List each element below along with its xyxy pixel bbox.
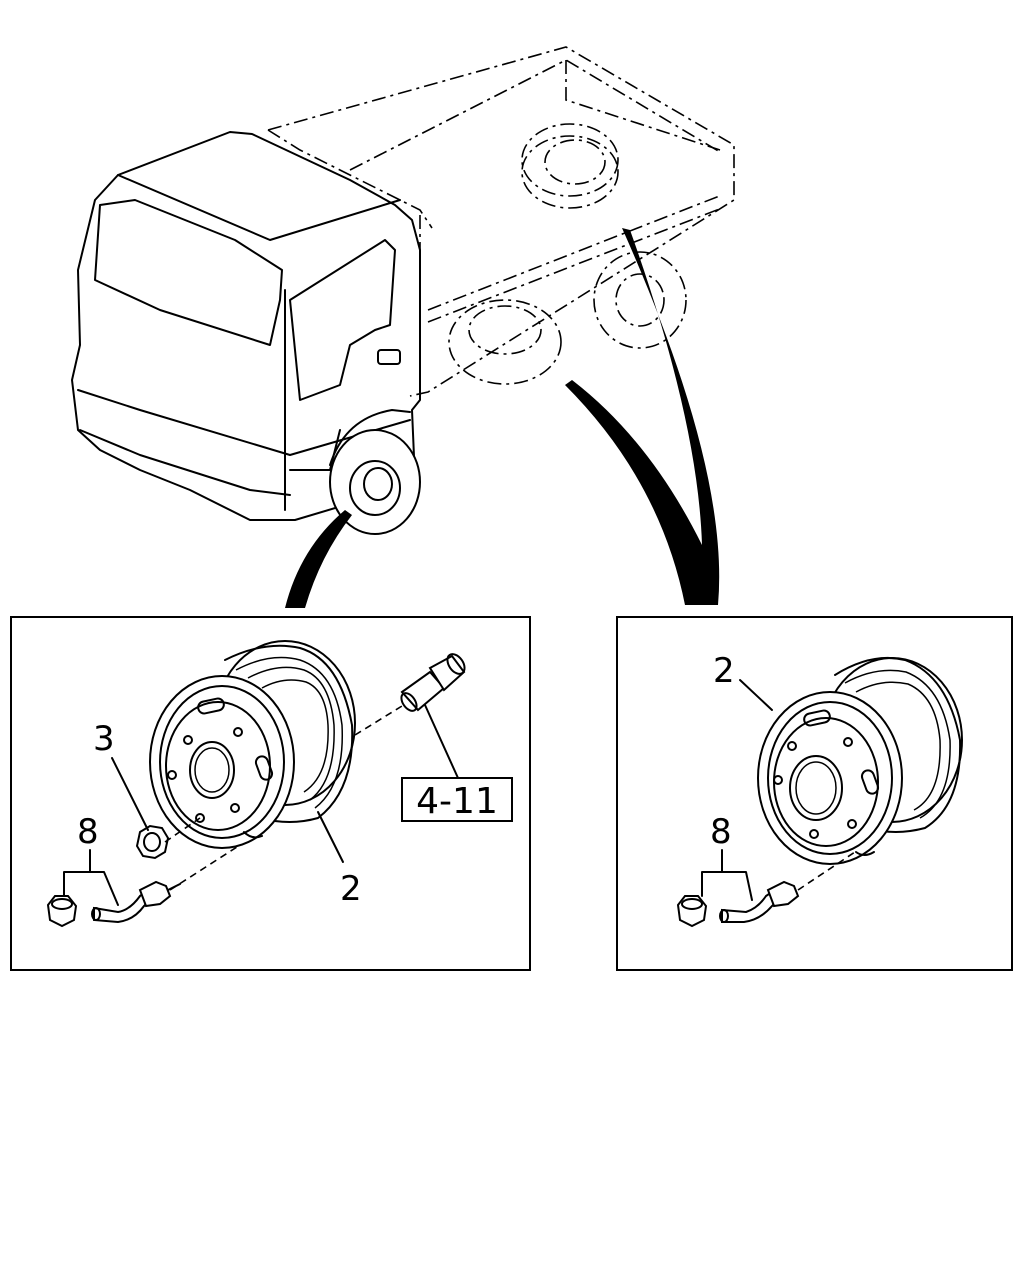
valve-label: 8 [77,812,99,852]
right-detail-panel [616,616,1013,971]
right-rim-leader [739,679,773,711]
right-valve-bracket [701,871,753,901]
nut-label: 3 [93,719,115,759]
wheel-nut [135,824,170,860]
reference-label: 4-11 [416,781,498,822]
valve-bracket [63,871,119,906]
rear-wheels [448,251,687,385]
spare-tire [521,123,619,209]
left-valve [46,880,181,928]
right-rim-assembly [757,656,963,865]
valve-centerline [169,844,241,891]
bolt-centerline [354,705,403,736]
right-rim-label: 2 [713,651,735,691]
rim-label-leader [317,811,344,863]
truck-cab [71,131,421,521]
right-valve-label: 8 [710,812,732,852]
reference-box [401,777,513,822]
hub-bolt [400,653,466,712]
bolt-leader [424,704,459,779]
right-valve [676,880,800,928]
callout-arrow-rear [565,228,720,605]
nut-label-leader [111,757,149,831]
rim-label: 2 [340,869,362,909]
left-rim-assembly [149,640,356,849]
cargo-bed [267,46,735,397]
front-wheel [329,409,421,535]
callout-arrow-front [285,510,352,608]
left-detail-panel [10,616,531,971]
truck-illustration [71,46,735,535]
